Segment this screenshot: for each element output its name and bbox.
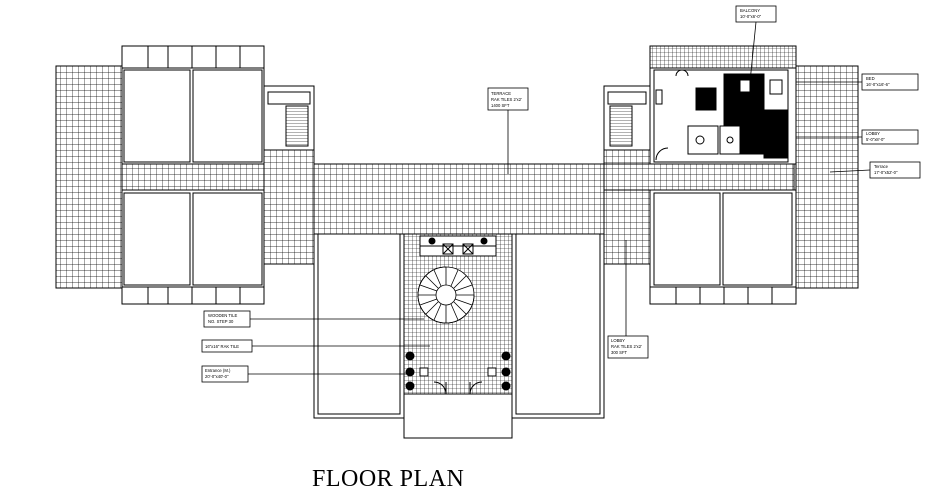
right-terrace-grid xyxy=(795,65,859,289)
lobby-center-area: 300 SFT xyxy=(611,350,628,355)
bed-label: BED xyxy=(866,76,875,81)
left-stair-grid xyxy=(263,149,315,265)
plan-title: FLOOR PLAN xyxy=(312,466,465,492)
entrance-label: Entrance (M.) xyxy=(205,368,231,373)
balcony-label: BALCONY xyxy=(740,8,760,13)
bed-size: 16'-0"x16'-6" xyxy=(866,82,890,87)
lobby-right-size: 5'-0"x8'-0" xyxy=(866,137,885,142)
terrace-right-size: 17'-0"x52'-0" xyxy=(874,170,898,175)
lobby-center-tile: RAK TILES 2'x2' xyxy=(611,344,642,349)
central-terrace-grid xyxy=(313,163,605,235)
lobby-center-label: LOBBY xyxy=(611,338,625,343)
rak-tile-label: 16"x16" RAK TILE xyxy=(205,344,239,349)
bedroom-furniture xyxy=(655,69,789,161)
entrance-size: 20'-0"x40'-0" xyxy=(205,374,229,379)
right-corridor-grid xyxy=(603,163,795,191)
balcony-size: 10'-0"x6'-0" xyxy=(740,14,762,19)
spiral-staircase xyxy=(417,266,475,324)
annotation-labels: BALCONY 10'-0"x6'-0" BED 16'-0"x16'-6" L… xyxy=(205,8,898,379)
terrace-center-tile: RAK TILES 2'x2' xyxy=(491,97,522,102)
lobby-right-label: LOBBY xyxy=(866,131,880,136)
wooden-tile-label: WOODEN TILE xyxy=(208,313,237,318)
terrace-right-label: Terrace xyxy=(874,164,889,169)
wooden-tile-steps: NO. STEP 30 xyxy=(208,319,234,324)
terrace-center-area: 1400 SFT xyxy=(491,103,510,108)
terrace-center-label: TERRACE xyxy=(491,91,511,96)
left-terrace-grid xyxy=(55,65,123,289)
